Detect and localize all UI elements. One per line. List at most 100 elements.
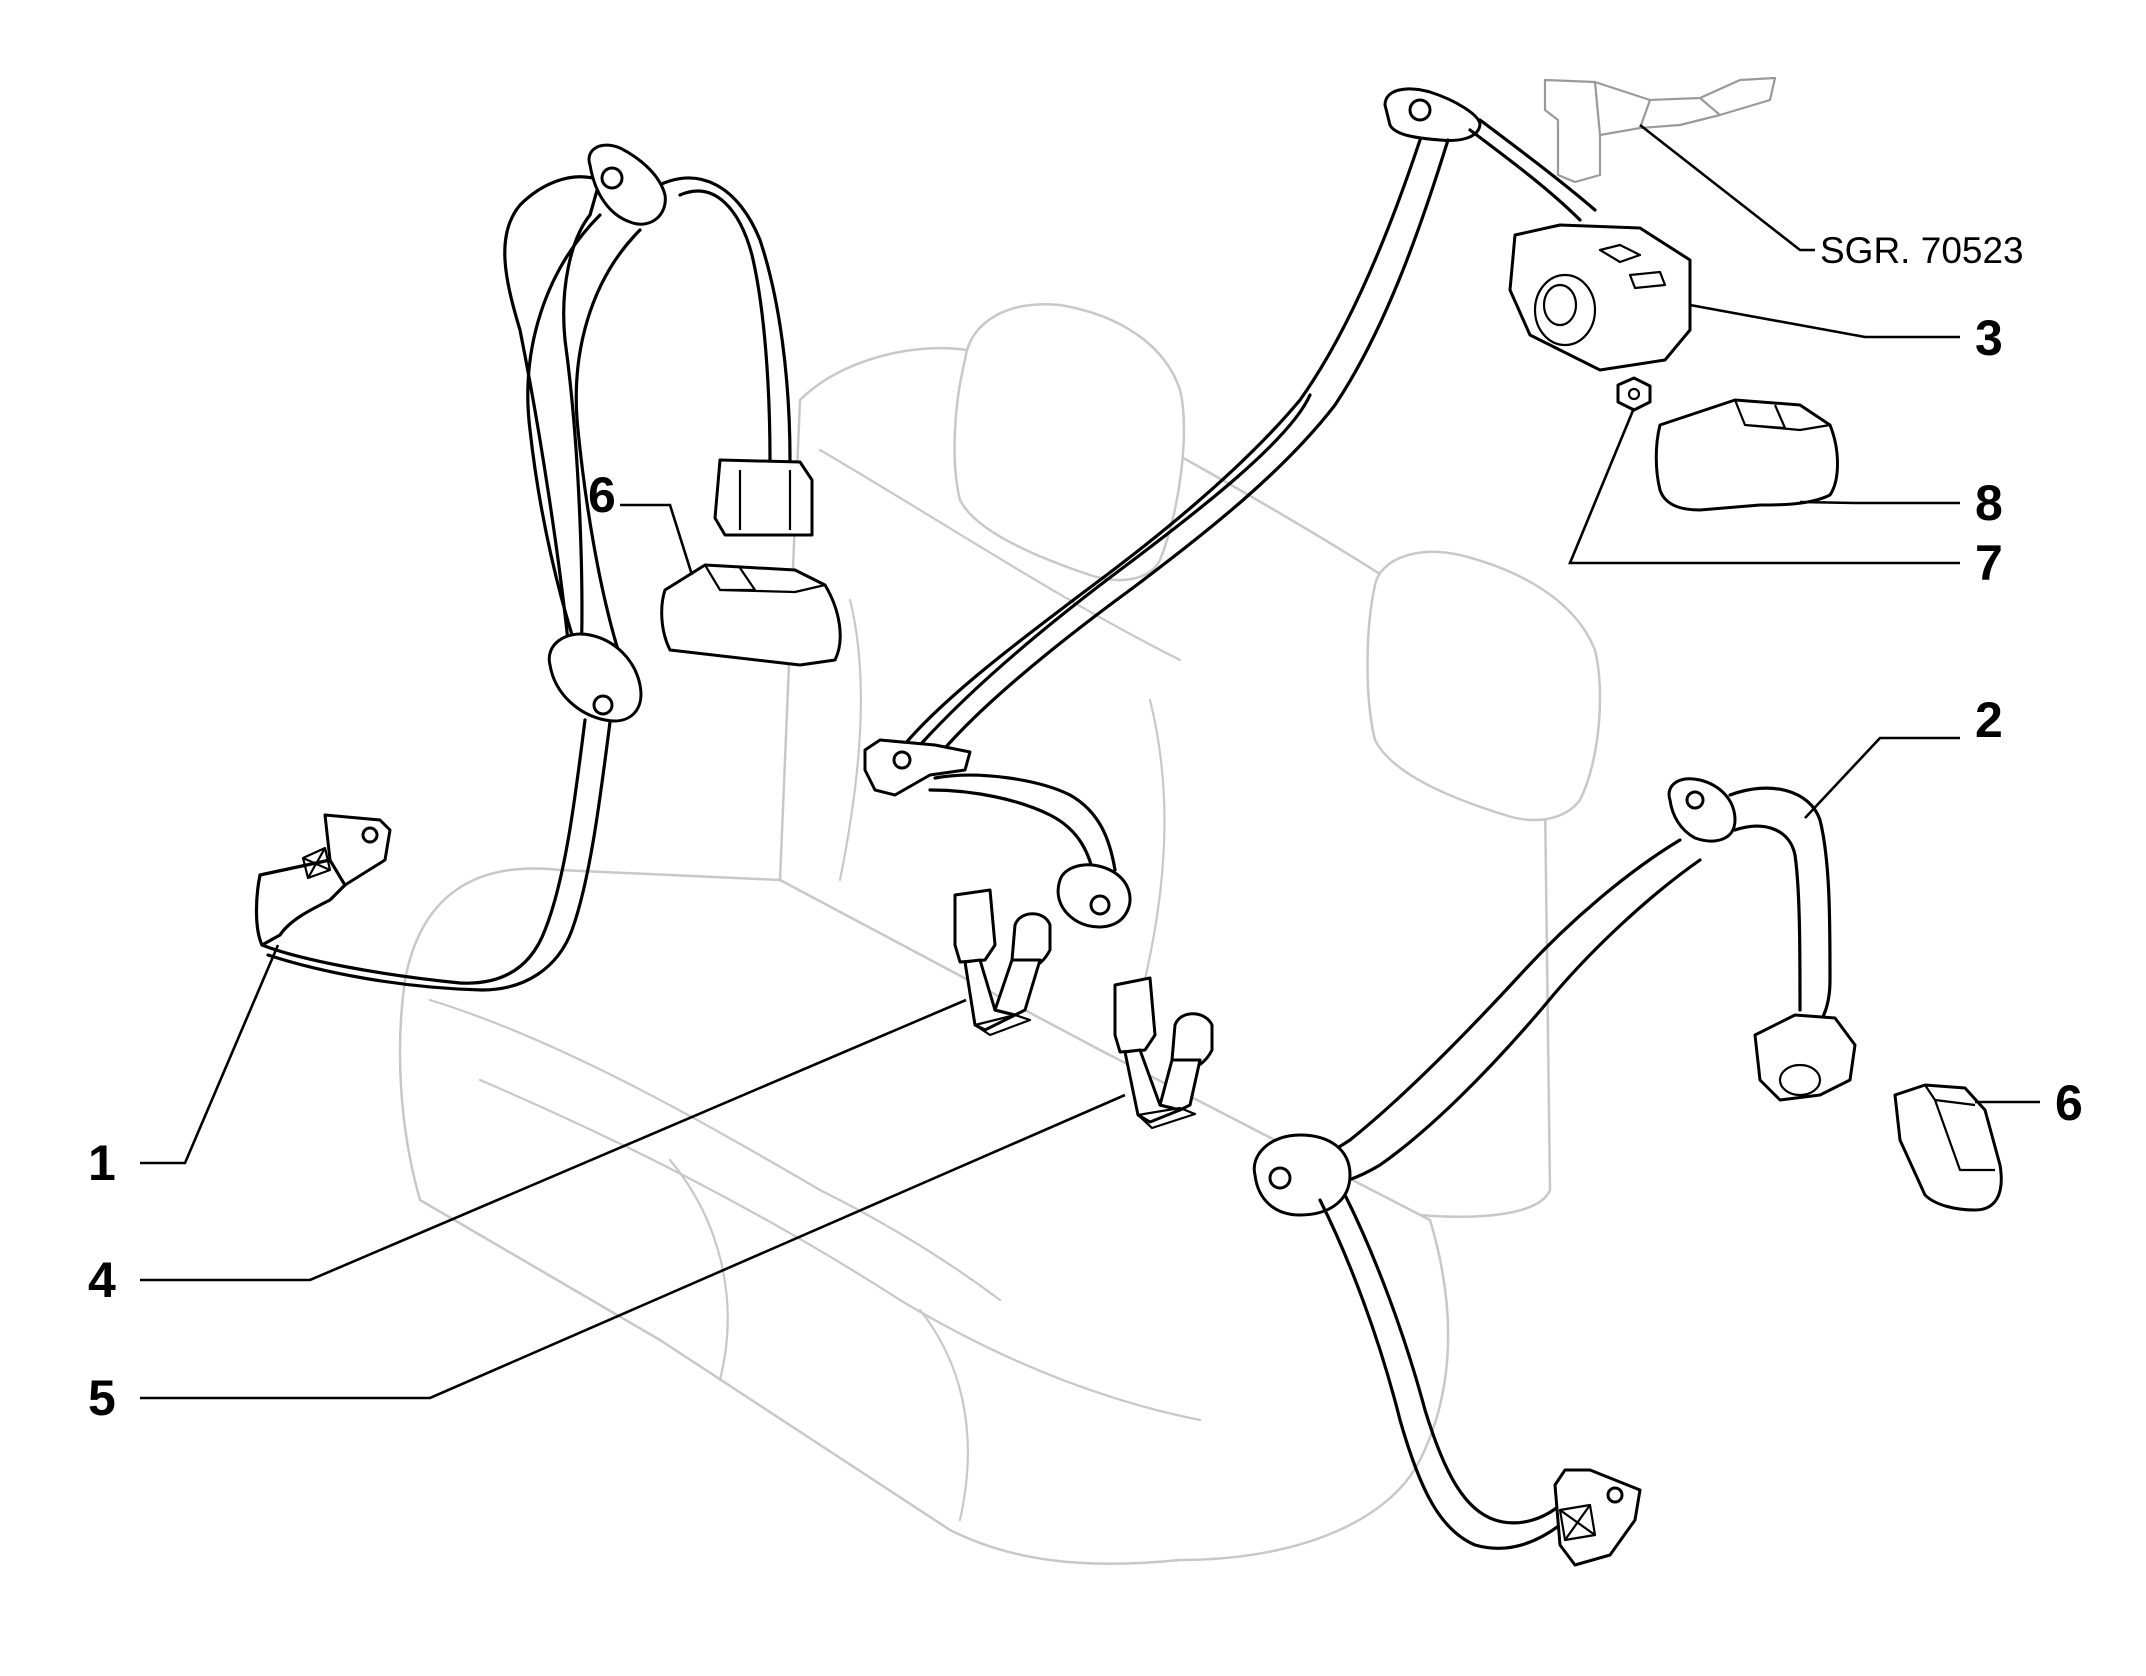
left-belt-diagonal-inner [574, 228, 642, 652]
rear-seat [398, 303, 1602, 1565]
seat-seam [918, 1308, 969, 1522]
left-upper-anchor-plate [587, 143, 667, 226]
right-lower-anchor-cross [1558, 1503, 1597, 1542]
callout-7: 7 [1975, 535, 2003, 591]
left-belt-upper-loop-inner [678, 189, 772, 462]
callout-8: 8 [1975, 475, 2003, 531]
left-belt-lap-strap [254, 858, 347, 947]
right-lower-anchor-hole [1606, 1486, 1624, 1504]
trim-cover-left-body [660, 563, 842, 667]
trim-cover-right-body [1893, 1083, 2003, 1212]
trim-cover-left [660, 563, 842, 667]
callout-1: 1 [88, 1135, 116, 1191]
leader-6a [620, 503, 694, 576]
leader-2 [1804, 736, 1960, 819]
leader-lines [140, 123, 2040, 1400]
left-retractor-detail [738, 470, 792, 530]
reference-bracket [1543, 76, 1777, 184]
seat-seam [1138, 698, 1166, 1002]
right-middle-guide [1252, 1133, 1352, 1217]
left-lower-anchor-hole [361, 826, 379, 844]
left-belt-upper-loop [648, 176, 792, 462]
seat-cushion [398, 867, 1450, 1565]
center-belt-diagonal-inner [933, 138, 1450, 762]
leader-sgr [1639, 123, 1815, 252]
nut-body [1616, 376, 1652, 412]
reference-bracket-body [1543, 76, 1777, 184]
headrest-right [1366, 550, 1602, 822]
right-lower-anchor [1553, 1468, 1642, 1567]
left-upper-anchor-hole [600, 166, 624, 190]
buckle-right-base [1136, 1106, 1197, 1130]
leader-1 [140, 944, 280, 1165]
reference-bracket-rib [1593, 81, 1721, 136]
center-lap-anchor-hole [892, 750, 912, 770]
center-seat-belt [863, 87, 1692, 929]
center-retractor-spool [1533, 273, 1597, 347]
seat-seam [478, 1078, 1202, 1422]
trim-cover-left-slot [704, 564, 826, 594]
buckle-left-base [973, 1013, 1032, 1037]
left-belt-lower-run [260, 718, 587, 985]
callout-3: 3 [1975, 310, 2003, 366]
buckle-left-pair [953, 888, 1052, 1037]
right-belt-lower-inner [1343, 1193, 1562, 1525]
callout-6-left: 6 [588, 467, 616, 523]
center-retractor-plate [1598, 243, 1667, 290]
right-upper-guide [1667, 777, 1737, 843]
right-upper-guide-hole [1685, 790, 1705, 810]
callout-5: 5 [88, 1370, 116, 1426]
leader-8 [1799, 500, 1960, 505]
left-belt-diagonal [526, 213, 602, 662]
buckle-left-2-strap [993, 958, 1042, 1017]
trim-cover-center-slot [1733, 399, 1831, 432]
left-belt-lower-run-inner [266, 720, 612, 992]
seat-seam [818, 448, 1182, 662]
center-lap-strap [933, 773, 1117, 872]
right-belt-diagonal-inner [1323, 858, 1702, 1187]
buckle-right-2-strap [1158, 1058, 1202, 1112]
left-lower-anchor-cross [301, 846, 332, 880]
center-lap-strap-inner [928, 788, 1097, 882]
right-retractor-spool [1778, 1063, 1822, 1097]
right-belt-lower [1318, 1198, 1562, 1550]
left-outer-seat-belt [254, 143, 814, 992]
trim-cover-right [1893, 1083, 2003, 1212]
leader-4 [140, 998, 967, 1282]
seat-seam [668, 1158, 729, 1382]
buckle-right-1 [1113, 976, 1157, 1054]
seat-seam [838, 598, 862, 882]
trim-cover-right-edge [1924, 1084, 1995, 1172]
buckle-right-pair [1113, 976, 1214, 1130]
right-middle-guide-hole [1268, 1166, 1292, 1190]
nut [1616, 376, 1652, 412]
callout-2: 2 [1975, 692, 2003, 748]
right-belt-upper [1728, 786, 1832, 1037]
left-belt-webbing [503, 175, 602, 682]
center-upper-anchor-hole [1408, 98, 1432, 122]
right-retractor [1753, 1013, 1857, 1102]
left-retractor [713, 458, 814, 537]
headrest-left [953, 303, 1186, 582]
center-belt-guide [1056, 863, 1132, 929]
callout-labels: 1 2 3 4 5 6 6 7 8 SGR. 70523 [88, 230, 2083, 1426]
seat-seam [428, 998, 1002, 1302]
left-belt-guide [547, 632, 643, 723]
callout-4: 4 [88, 1252, 116, 1308]
center-belt-to-retractor-inner [1478, 118, 1597, 212]
center-belt-diagonal [898, 138, 1422, 752]
center-retractor [1508, 223, 1692, 372]
nut-hole [1627, 387, 1641, 401]
center-belt-guide-hole [1089, 894, 1111, 916]
buckle-left-1 [953, 888, 997, 964]
leader-7 [1568, 407, 1960, 565]
trim-cover-center [1654, 398, 1839, 512]
center-belt-to-retractor [1468, 128, 1582, 222]
trim-cover-center-body [1654, 398, 1839, 512]
center-retractor-spool-inner [1542, 283, 1578, 327]
leader-3 [1689, 303, 1960, 339]
center-lap-anchor [863, 738, 972, 797]
callout-6-right: 6 [2055, 1075, 2083, 1131]
right-belt-upper-inner [1733, 824, 1802, 1012]
